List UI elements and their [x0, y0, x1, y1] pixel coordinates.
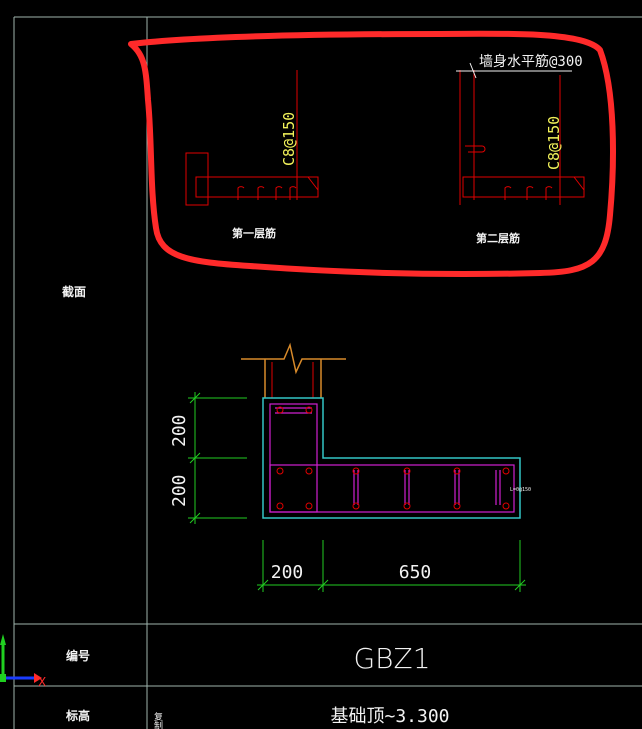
- dimension-lines-left: [188, 392, 247, 524]
- layer2-hook-1: [504, 186, 512, 200]
- elevation-value: 基础顶~3.300: [330, 706, 449, 727]
- dim-bottom-right: 650: [399, 562, 432, 583]
- ucs-icon: [0, 634, 42, 683]
- dim-left-lower: 200: [169, 474, 190, 507]
- layer1-rebar-frame: [195, 176, 319, 198]
- layer1-hook-3: [275, 186, 283, 200]
- tiny-rebar-note: L=0@150: [510, 487, 531, 493]
- table-grid: [13, 16, 642, 729]
- annotation-highlight-outline: [128, 30, 616, 278]
- layer2-top-leader: [456, 62, 572, 79]
- dim-bottom-left: 200: [271, 562, 304, 583]
- layer2-hook-3: [545, 186, 553, 200]
- layer2-corner-hook: [573, 176, 585, 191]
- layer2-detail: [459, 70, 585, 205]
- layer1-hook-4: [289, 186, 297, 200]
- stirrups: [269, 403, 515, 513]
- layer2-label: 第二层筋: [476, 231, 520, 245]
- section-label: 截面: [62, 284, 86, 299]
- layer1-hook-2: [257, 186, 265, 200]
- layer1-rebar-label: C8@150: [280, 112, 298, 166]
- layer1-wall-block: [185, 152, 209, 206]
- column-break-symbol: [241, 342, 346, 398]
- dim-left-upper: 200: [169, 414, 190, 447]
- layer1-hook-1: [237, 186, 245, 200]
- layer2-side-hook: [465, 145, 486, 153]
- layer1-corner-hook: [307, 176, 319, 191]
- column-red-edges: [271, 362, 314, 398]
- elevation-label: 标高: [65, 708, 90, 723]
- layer1-detail: [185, 70, 319, 206]
- stirrup-vertical-leg: [269, 403, 318, 513]
- concrete-outline: [262, 397, 521, 519]
- code-value: GBZ1: [353, 642, 430, 675]
- elevation-side-mark: 复制: [152, 711, 163, 729]
- ucs-x-label: X: [38, 675, 46, 689]
- dimension-lines-bottom: [257, 540, 526, 592]
- longitudinal-bars: [276, 406, 510, 510]
- layer2-top-note: 墙身水平筋@300: [479, 53, 583, 70]
- number-label: 编号: [65, 648, 90, 663]
- layer2-rebar-frame: [462, 176, 585, 198]
- stirrup-horizontal-leg: [269, 464, 515, 513]
- layer2-rebar-label: C8@150: [545, 116, 563, 170]
- layer2-hook-2: [526, 186, 534, 200]
- layer1-label: 第一层筋: [232, 226, 276, 240]
